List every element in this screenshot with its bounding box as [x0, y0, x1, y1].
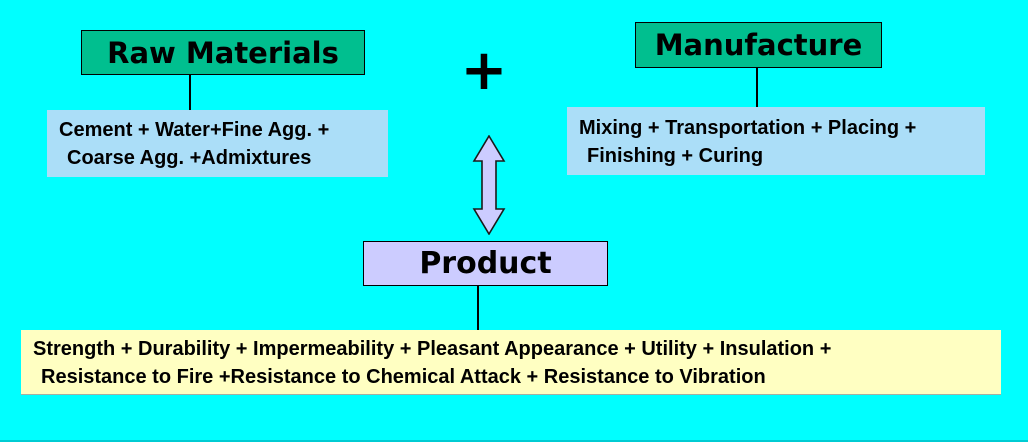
product-connector-line	[477, 286, 479, 330]
manufacture-detail-line2: Finishing + Curing	[587, 145, 764, 167]
raw-materials-title-box: Raw Materials	[81, 30, 365, 75]
raw-materials-title: Raw Materials	[107, 35, 339, 70]
manufacture-detail-line1: Mixing + Transportation + Placing +	[579, 117, 917, 139]
raw-materials-detail-line1: Cement + Water+Fine Agg. +	[59, 119, 330, 141]
slide-bottom-edge-line	[0, 440, 1028, 442]
manufacture-title-box: Manufacture	[635, 22, 882, 68]
product-title-box: Product	[363, 241, 608, 286]
product-detail-box: Strength + Durability + Impermeability +…	[21, 330, 1001, 395]
raw-materials-detail-line2: Coarse Agg. +Admixtures	[67, 147, 312, 169]
product-detail-line1: Strength + Durability + Impermeability +…	[33, 338, 832, 360]
raw-materials-connector-line	[189, 75, 191, 110]
manufacture-detail-box: Mixing + Transportation + Placing + Fini…	[567, 107, 985, 175]
manufacture-title: Manufacture	[654, 28, 863, 62]
manufacture-connector-line	[756, 68, 758, 107]
product-title: Product	[419, 246, 552, 281]
product-detail-line2: Resistance to Fire +Resistance to Chemic…	[41, 366, 766, 388]
plus-sign: +	[460, 38, 508, 103]
raw-materials-detail-box: Cement + Water+Fine Agg. + Coarse Agg. +…	[47, 110, 388, 177]
double-arrow-icon	[472, 135, 506, 235]
